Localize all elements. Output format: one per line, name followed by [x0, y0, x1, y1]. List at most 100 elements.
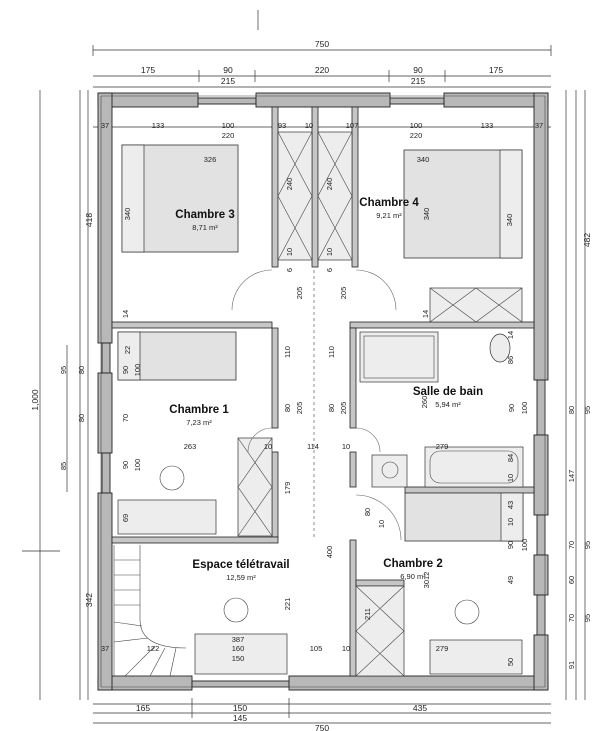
dim-interior: 279: [436, 442, 449, 451]
closet-chambre-2: [355, 585, 405, 677]
dim-right: 95: [583, 541, 592, 549]
dim-interior: 179: [283, 482, 292, 495]
dim-interior: 90: [121, 461, 130, 469]
dim-interior: 6: [325, 268, 334, 272]
dim-left: 85: [59, 462, 68, 470]
room-area-salle-de-bain: 5,94 m²: [435, 400, 461, 409]
dim-interior: 340: [417, 155, 430, 164]
dim-bottom-segment: 150: [233, 703, 247, 713]
dim-interior: 100: [133, 364, 142, 377]
dim-interior: 205: [339, 287, 348, 300]
interior-walls: [111, 106, 535, 677]
dim-top-segment: 215: [411, 76, 425, 86]
dim-interior: 84: [506, 454, 515, 462]
dim-right: 91: [567, 661, 576, 669]
dim-top-inner: 220: [222, 131, 235, 140]
dim-bottom-segment: 165: [136, 703, 150, 713]
dim-right: 147: [567, 470, 576, 483]
dim-right: 60: [567, 576, 576, 584]
room-labels: Chambre 3 8,71 m² Chambre 4 9,21 m² Cham…: [169, 197, 483, 582]
room-area-chambre-4: 9,21 m²: [376, 211, 402, 220]
dim-interior: 150: [232, 654, 245, 663]
dim-left: 342: [84, 593, 94, 607]
bathtub: [424, 446, 524, 488]
dim-interior: 387: [232, 635, 245, 644]
chair-chambre-1: [159, 465, 185, 491]
chair-teletravail: [223, 597, 249, 623]
dimension-lines: [22, 10, 586, 724]
room-area-chambre-1: 7,23 m²: [186, 418, 212, 427]
dim-interior: 86: [506, 356, 515, 364]
dim-interior: 205: [295, 402, 304, 415]
dim-top-segment: 90: [223, 65, 233, 75]
dim-right: 95: [583, 614, 592, 622]
dim-interior: 100: [133, 459, 142, 472]
dim-top-inner: 133: [152, 121, 165, 130]
dim-interior: 110: [327, 346, 336, 358]
dim-left-total: 1,000: [30, 389, 40, 411]
dim-interior: 100: [520, 402, 529, 415]
dim-top-inner: 100: [222, 121, 235, 130]
shower: [359, 331, 439, 383]
chair-chambre-2: [454, 599, 480, 625]
room-name-chambre-4: Chambre 4: [359, 197, 419, 209]
dim-interior: 14: [121, 310, 130, 318]
desk-chambre-2: [429, 639, 523, 675]
room-area-chambre-2: 6,90 m²: [400, 572, 426, 581]
dimension-text-bottom: 165 150 435 145 750: [136, 703, 427, 731]
dim-interior: 211: [363, 608, 372, 620]
dim-interior: 205: [295, 287, 304, 300]
desk-teletravail: [194, 633, 288, 675]
dim-right: 80: [567, 406, 576, 414]
dim-interior: 90: [121, 366, 130, 374]
room-area-chambre-3: 8,71 m²: [192, 223, 218, 232]
washbasin: [371, 454, 408, 488]
dim-interior: 240: [325, 178, 334, 191]
dim-interior: 10: [264, 442, 272, 451]
dim-interior: 80: [283, 404, 292, 412]
dim-interior: 340: [123, 208, 132, 221]
furniture: [113, 131, 524, 677]
dim-interior: 10: [342, 442, 350, 451]
dim-interior: 90: [507, 404, 516, 412]
dim-top-segment: 90: [413, 65, 423, 75]
dim-interior: 205: [339, 402, 348, 415]
dim-interior: 70: [121, 414, 130, 422]
dim-top-inner: 93: [278, 121, 286, 130]
room-name-espace-teletravail: Espace télétravail: [192, 559, 289, 571]
dim-left: 418: [84, 213, 94, 227]
dimension-text-interior: 326 340 340 340 340 240 240 10 10 6 6 20…: [101, 155, 529, 666]
dim-right: 482: [582, 233, 592, 247]
dim-interior: 263: [184, 442, 197, 451]
dim-interior: 22: [123, 346, 132, 354]
dim-interior: 160: [232, 644, 245, 653]
dim-interior: 221: [283, 598, 292, 611]
dim-top-inner: 107: [346, 121, 359, 130]
staircase: [113, 545, 187, 677]
closet-chambre-4-bottom: [429, 287, 523, 323]
dimension-text-left: 418 1,000 342 95 80 80 85: [30, 213, 94, 607]
dim-interior: 326: [204, 155, 217, 164]
dim-left: 80: [77, 366, 86, 374]
dim-interior: 90: [506, 541, 515, 549]
closet-chambre-1: [237, 437, 273, 537]
dim-interior: 110: [283, 346, 292, 358]
dim-left: 95: [59, 366, 68, 374]
dim-top-inner: 37: [535, 121, 543, 130]
dim-bottom-segment: 145: [233, 713, 247, 723]
dim-interior: 279: [436, 644, 449, 653]
dim-interior: 260: [420, 396, 429, 409]
dim-top-segment: 220: [315, 65, 329, 75]
dim-interior: 6: [285, 268, 294, 272]
dim-top-segment: 175: [489, 65, 503, 75]
dim-interior: 10: [506, 474, 515, 482]
dim-top-segment: 175: [141, 65, 155, 75]
dim-interior: 10: [506, 518, 515, 526]
dim-left: 80: [77, 414, 86, 422]
dim-interior: 100: [520, 539, 529, 552]
room-name-salle-de-bain: Salle de bain: [413, 386, 483, 398]
dim-interior: 122: [147, 644, 160, 653]
dimension-text-top: 750 175 90 220 90 175 215 215 37 133 100…: [101, 39, 543, 140]
dim-right: 70: [567, 541, 576, 549]
